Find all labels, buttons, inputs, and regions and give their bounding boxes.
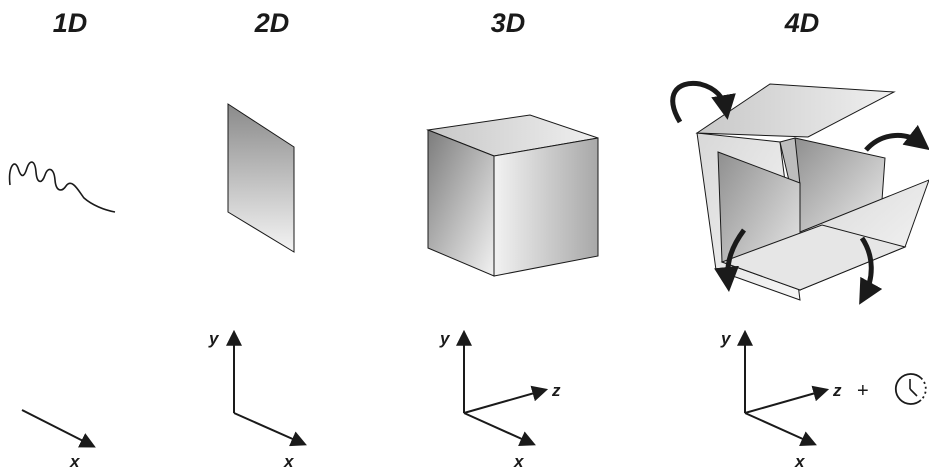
axis-x-4d — [744, 412, 817, 447]
axis-label-y-2d: y — [208, 329, 220, 348]
title-3d: 3D — [490, 8, 526, 38]
unfolding-box-4d — [695, 83, 929, 301]
axis-z-4d — [744, 385, 830, 414]
rotation-arrow-top-right — [864, 124, 929, 152]
rotation-arrow-bottom-right — [859, 236, 883, 305]
title-4d: 4D — [784, 8, 820, 38]
plus-sign: + — [857, 380, 869, 402]
axis-x-1d — [21, 409, 96, 448]
clock-icon — [894, 373, 927, 405]
axis-label-y-4d: y — [720, 329, 732, 348]
rotation-arrow-bottom-left — [714, 228, 747, 292]
axis-x-3d — [463, 412, 536, 447]
axis-label-x-2d: x — [283, 452, 295, 471]
axis-label-y-3d: y — [439, 329, 451, 348]
axis-label-z-4d: z — [832, 381, 842, 400]
squiggle-1d — [8, 161, 116, 213]
axis-label-x-4d: x — [794, 452, 806, 471]
axis-label-x-3d: x — [513, 452, 525, 471]
plane-2d — [227, 103, 295, 253]
title-1d: 1D — [52, 8, 88, 38]
axis-label-x-1d: x — [69, 452, 81, 471]
axis-z-3d — [463, 385, 549, 414]
axis-label-z-3d: z — [551, 381, 561, 400]
title-2d: 2D — [254, 8, 290, 38]
cube-3d — [426, 114, 599, 277]
rotation-arrow-top-left — [670, 80, 736, 124]
axis-x-2d — [233, 412, 307, 447]
